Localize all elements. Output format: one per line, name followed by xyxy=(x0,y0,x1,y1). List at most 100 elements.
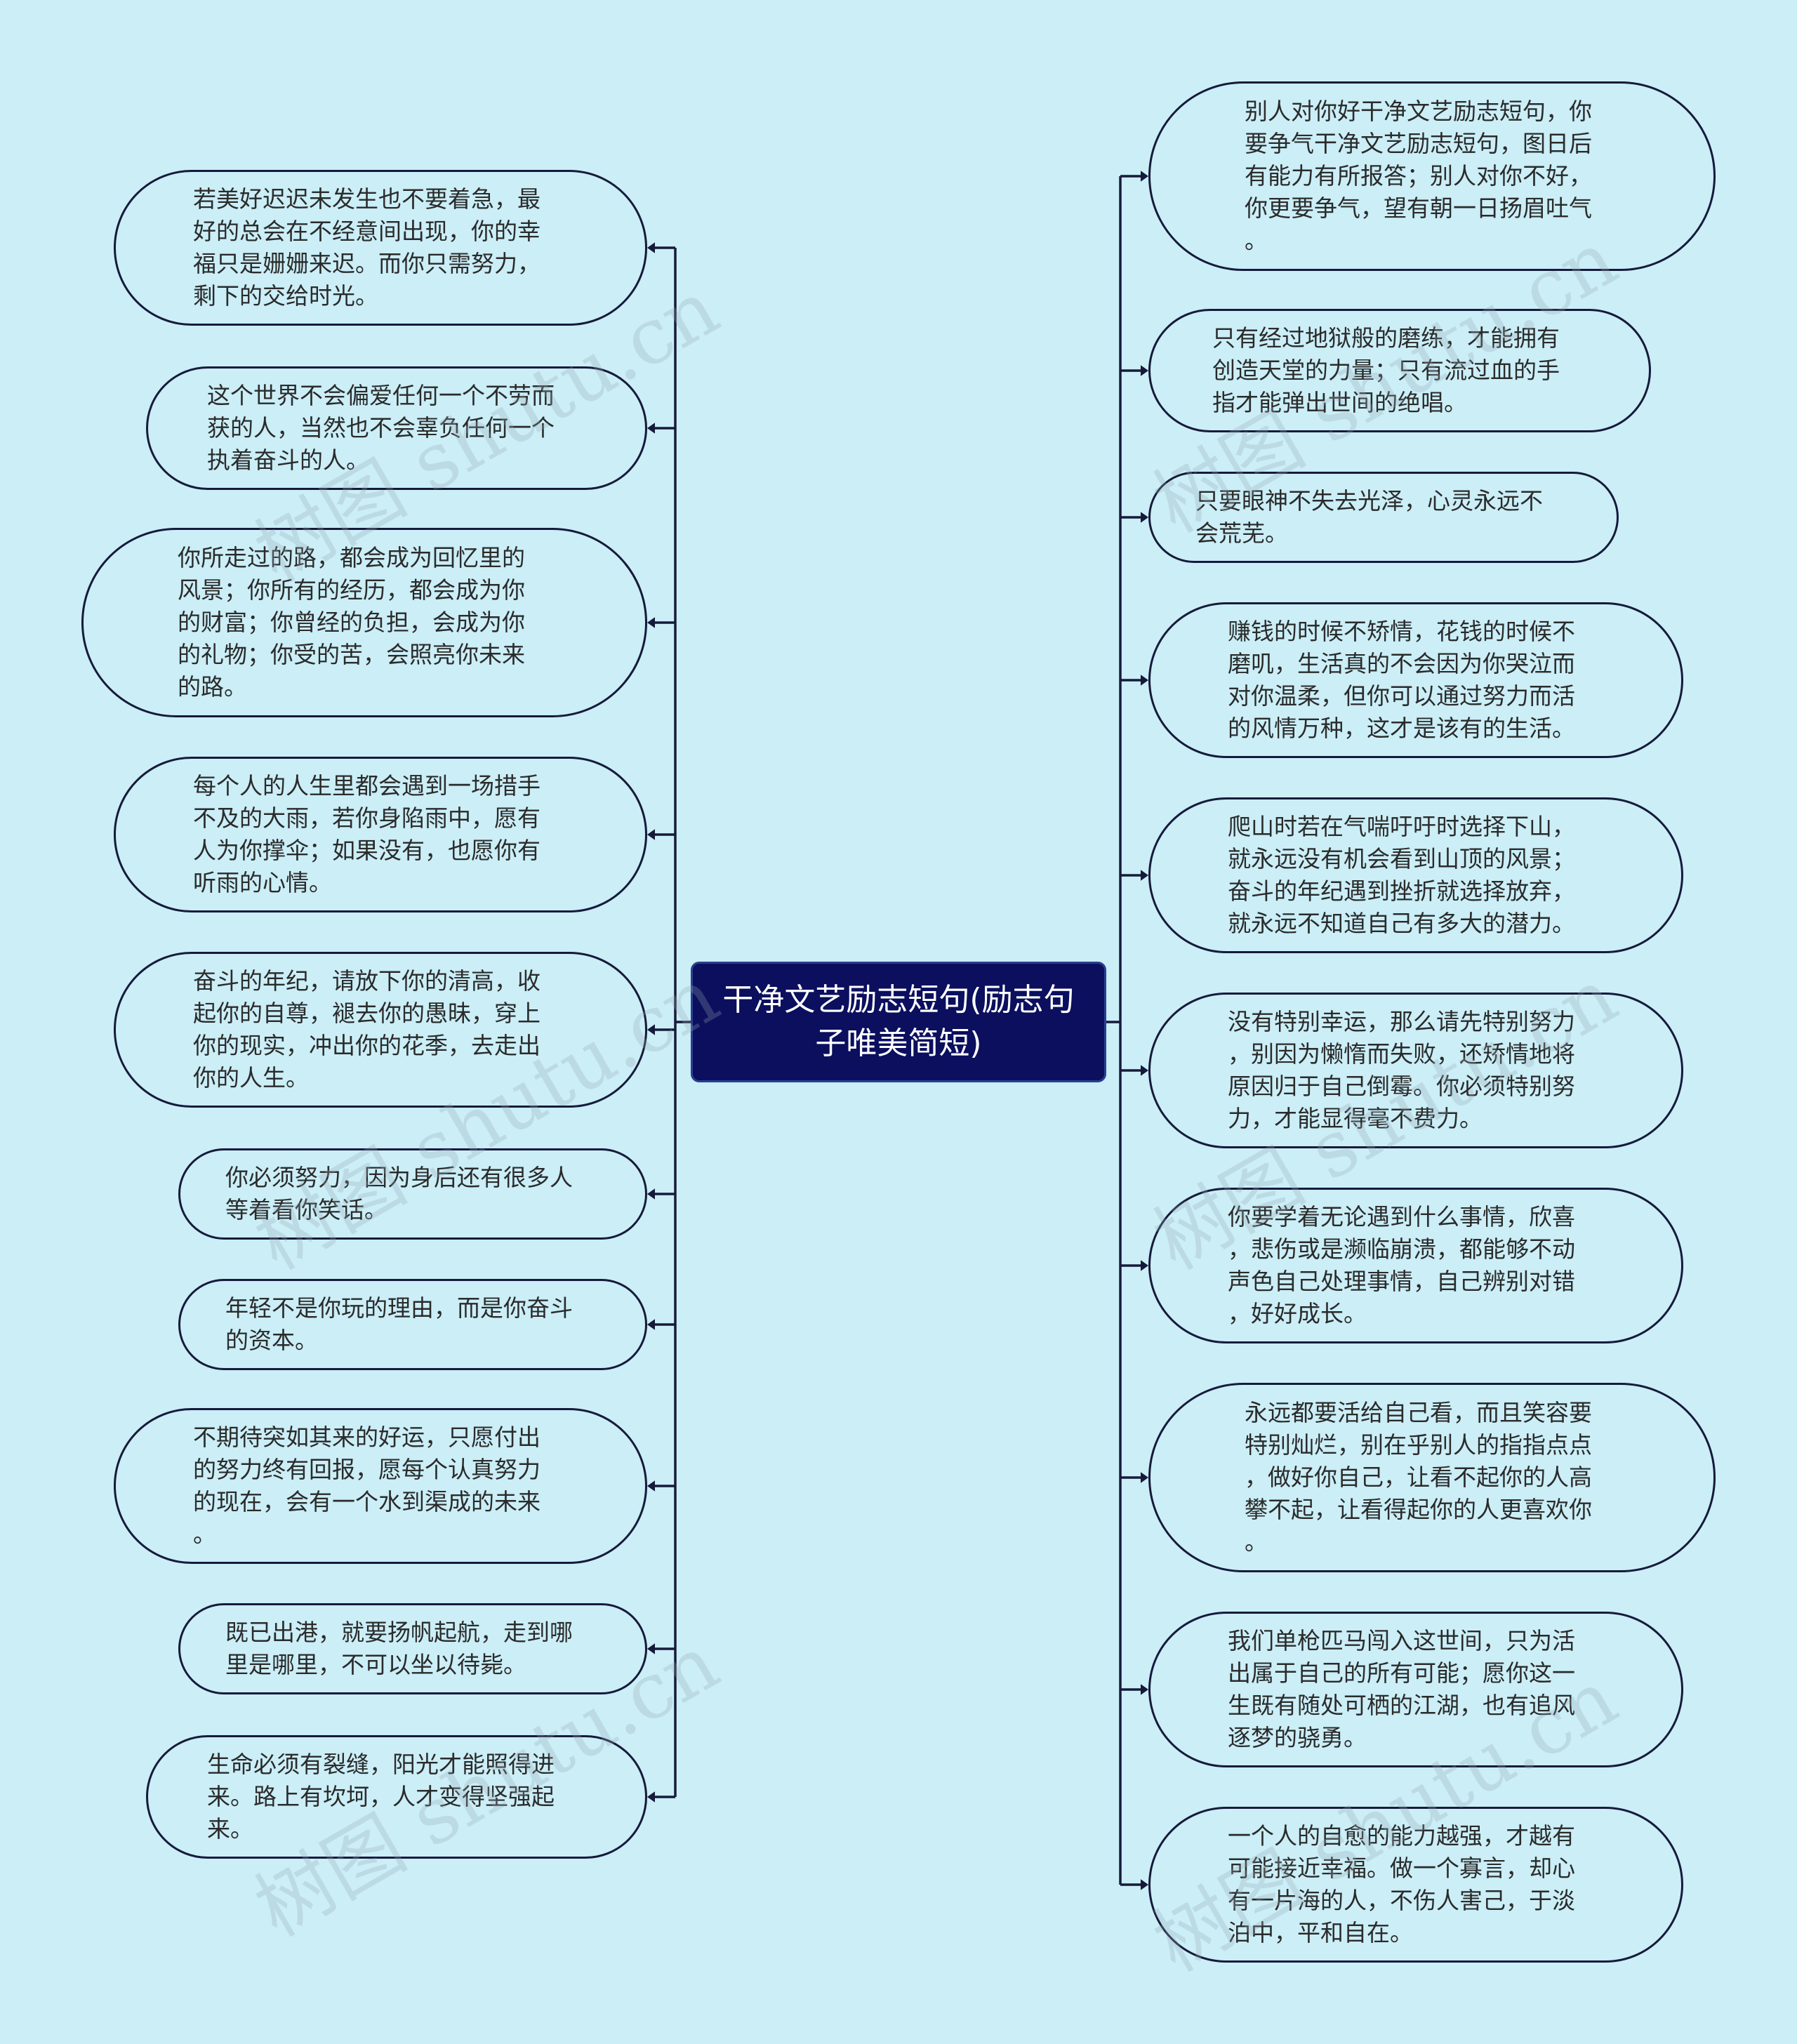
topic-line: 力，才能显得毫不费力。 xyxy=(1228,1105,1483,1132)
topic-line: 的财富；你曾经的负担，会成为你 xyxy=(178,609,525,636)
left-topic-4[interactable]: 每个人的人生里都会遇到一场措手不及的大雨，若你身陷雨中，愿有人为你撑伞；如果没有… xyxy=(114,757,647,912)
left-topic-text: 若美好迟迟未发生也不要着急，最好的总会在不经意间出现，你的幸福只是姗姗来迟。而你… xyxy=(193,183,541,312)
topic-line: 里是哪里，不可以坐以待毙。 xyxy=(225,1651,526,1678)
left-arrow-icon xyxy=(647,423,655,434)
topic-line: ，悲伤或是濒临崩溃，都能够不动 xyxy=(1228,1235,1575,1263)
right-arrow-icon xyxy=(1141,512,1148,523)
right-topic-7[interactable]: 你要学着无论遇到什么事情，欣喜，悲伤或是濒临崩溃，都能够不动声色自己处理事情，自… xyxy=(1148,1188,1683,1343)
right-topic-4[interactable]: 赚钱的时候不矫情，花钱的时候不磨叽，生活真的不会因为你哭泣而对你温柔，但你可以通… xyxy=(1148,602,1683,758)
right-topic-text: 一个人的自愈的能力越强，才越有可能接近幸福。做一个寡言，却心有一片海的人，不伤人… xyxy=(1228,1820,1575,1949)
central-topic[interactable]: 干净文艺励志短句(励志句 子唯美简短) xyxy=(691,962,1106,1082)
topic-line: 出属于自己的所有可能；愿你这一 xyxy=(1228,1659,1575,1687)
topic-line: 攀不起，让看得起你的人更喜欢你 xyxy=(1245,1496,1592,1523)
topic-line: 创造天堂的力量；只有流过血的手 xyxy=(1212,357,1560,384)
topic-line: 有能力有所报答；别人对你不好， xyxy=(1245,162,1592,190)
left-topic-1[interactable]: 若美好迟迟未发生也不要着急，最好的总会在不经意间出现，你的幸福只是姗姗来迟。而你… xyxy=(114,170,647,326)
topic-line: 一个人的自愈的能力越强，才越有 xyxy=(1228,1822,1575,1850)
right-topic-6[interactable]: 没有特别幸运，那么请先特别努力 ，别因为懒惰而失败，还矫情地将原因归于自己倒霉。你… xyxy=(1148,993,1683,1148)
topic-line: 你必须努力，因为身后还有很多人 xyxy=(225,1164,573,1191)
right-topic-5[interactable]: 爬山时若在气喘吁吁时选择下山， 就永远没有机会看到山顶的风景； 奋斗的年纪遇到挫折就… xyxy=(1148,797,1683,953)
right-topic-10[interactable]: 一个人的自愈的能力越强，才越有可能接近幸福。做一个寡言，却心有一片海的人，不伤人… xyxy=(1148,1807,1683,1963)
left-topic-text: 你所走过的路，都会成为回忆里的风景；你所有的经历，都会成为你的财富；你曾经的负担… xyxy=(178,542,525,703)
topic-line: 逐梦的骁勇。 xyxy=(1228,1724,1367,1751)
right-arrow-icon xyxy=(1141,365,1148,376)
topic-line: 获的人，当然也不会辜负任何一个 xyxy=(207,414,555,442)
left-topic-10[interactable]: 生命必须有裂缝，阳光才能照得进来。路上有坎坷，人才变得坚强起来。 xyxy=(146,1735,647,1859)
topic-line: 就永远没有机会看到山顶的风景； xyxy=(1228,845,1575,872)
right-arrow-icon xyxy=(1141,675,1148,686)
right-topic-text: 只要眼神不失去光泽，心灵永远不会荒芜。 xyxy=(1195,485,1543,550)
right-arrow-icon xyxy=(1141,1065,1148,1076)
left-arrow-icon xyxy=(647,1480,655,1492)
topic-line: 原因归于自己倒霉。你必须特别努 xyxy=(1228,1073,1575,1100)
right-topic-2[interactable]: 只有经过地狱般的磨练，才能拥有创造天堂的力量；只有流过血的手指才能弹出世间的绝唱… xyxy=(1148,309,1651,432)
topic-line: 没有特别幸运，那么请先特别努力 xyxy=(1228,1008,1575,1035)
topic-line: ，做好你自己，让看不起你的人高 xyxy=(1245,1464,1592,1491)
right-topic-text: 你要学着无论遇到什么事情，欣喜，悲伤或是濒临崩溃，都能够不动声色自己处理事情，自… xyxy=(1228,1201,1575,1330)
topic-line: 的资本。 xyxy=(225,1327,318,1354)
central-title-line1: 干净文艺励志短句(励志句 xyxy=(722,982,1075,1018)
left-topic-6[interactable]: 你必须努力，因为身后还有很多人等着看你笑话。 xyxy=(178,1148,647,1240)
central-topic-text: 干净文艺励志短句(励志句 子唯美简短) xyxy=(722,978,1074,1066)
left-arrow-icon xyxy=(647,617,655,628)
left-topic-9[interactable]: 既已出港，就要扬帆起航，走到哪里是哪里，不可以坐以待毙。 xyxy=(178,1603,647,1694)
left-topic-5[interactable]: 奋斗的年纪，请放下你的清高，收起你的自尊，褪去你的愚昧，穿上你的现实，冲出你的花… xyxy=(114,952,647,1108)
right-topic-1[interactable]: 别人对你好干净文艺励志短句，你要争气干净文艺励志短句，图日后有能力有所报答；别人… xyxy=(1148,81,1716,271)
topic-line: 每个人的人生里都会遇到一场措手 xyxy=(193,772,541,799)
right-arrow-icon xyxy=(1141,870,1148,881)
left-arrow-icon xyxy=(647,1791,655,1803)
topic-line: 特别灿烂，别在乎别人的指指点点 xyxy=(1245,1431,1592,1459)
left-topic-7[interactable]: 年轻不是你玩的理由，而是你奋斗的资本。 xyxy=(178,1279,647,1370)
topic-line: 奋斗的年纪遇到挫折就选择放弃， xyxy=(1228,877,1575,905)
left-arrow-icon xyxy=(647,829,655,840)
right-topic-8[interactable]: 永远都要活给自己看，而且笑容要特别灿烂，别在乎别人的指指点点，做好你自己，让看不… xyxy=(1148,1383,1716,1572)
topic-line: 既已出港，就要扬帆起航，走到哪 xyxy=(225,1619,573,1646)
topic-line: 若美好迟迟未发生也不要着急，最 xyxy=(193,185,541,213)
right-arrow-icon xyxy=(1141,1472,1148,1483)
left-arrow-icon xyxy=(647,242,655,253)
left-topic-text: 不期待突如其来的好运，只愿付出的努力终有回报，愿每个认真努力的现在，会有一个水到… xyxy=(193,1421,541,1551)
topic-line: 福只是姗姗来迟。而你只需努力， xyxy=(193,250,541,277)
topic-line: ，别因为懒惰而失败，还矫情地将 xyxy=(1228,1040,1575,1068)
right-topic-3[interactable]: 只要眼神不失去光泽，心灵永远不会荒芜。 xyxy=(1148,472,1619,563)
topic-line: 。 xyxy=(1245,1528,1268,1555)
topic-line: 剩下的交给时光。 xyxy=(193,282,378,310)
topic-line: 对你温柔，但你可以通过努力而活 xyxy=(1228,682,1575,710)
topic-line: 爬山时若在气喘吁吁时选择下山， xyxy=(1228,813,1575,840)
topic-line: 别人对你好干净文艺励志短句，你 xyxy=(1245,98,1592,125)
left-arrow-icon xyxy=(647,1024,655,1035)
topic-line: 你的现实，冲出你的花季，去走出 xyxy=(193,1032,541,1059)
left-topic-text: 这个世界不会偏爱任何一个不劳而获的人，当然也不会辜负任何一个执着奋斗的人。 xyxy=(207,380,555,477)
topic-line: 我们单枪匹马闯入这世间，只为活 xyxy=(1228,1627,1575,1654)
left-arrow-icon xyxy=(647,1643,655,1654)
topic-line: 生既有随处可栖的江湖，也有追风 xyxy=(1228,1692,1575,1719)
topic-line: 就永远不知道自己有多大的潜力。 xyxy=(1228,910,1575,937)
topic-line: 你的人生。 xyxy=(193,1064,309,1091)
right-topic-text: 赚钱的时候不矫情，花钱的时候不磨叽，生活真的不会因为你哭泣而对你温柔，但你可以通… xyxy=(1228,616,1575,745)
topic-line: 的风情万种，这才是该有的生活。 xyxy=(1228,715,1575,742)
topic-line: 泊中，平和自在。 xyxy=(1228,1919,1413,1946)
right-topic-9[interactable]: 我们单枪匹马闯入这世间，只为活出属于自己的所有可能；愿你这一生既有随处可栖的江湖… xyxy=(1148,1612,1683,1767)
right-arrow-icon xyxy=(1141,1879,1148,1890)
topic-line: 。 xyxy=(1245,227,1268,254)
left-topic-8[interactable]: 不期待突如其来的好运，只愿付出的努力终有回报，愿每个认真努力的现在，会有一个水到… xyxy=(114,1408,647,1564)
right-arrow-icon xyxy=(1141,1684,1148,1695)
right-topic-text: 别人对你好干净文艺励志短句，你要争气干净文艺励志短句，图日后有能力有所报答；别人… xyxy=(1245,95,1592,257)
left-topic-3[interactable]: 你所走过的路，都会成为回忆里的风景；你所有的经历，都会成为你的财富；你曾经的负担… xyxy=(81,528,647,717)
topic-line: 执着奋斗的人。 xyxy=(207,446,369,474)
left-topic-2[interactable]: 这个世界不会偏爱任何一个不劳而获的人，当然也不会辜负任何一个执着奋斗的人。 xyxy=(146,366,647,490)
right-topic-text: 永远都要活给自己看，而且笑容要特别灿烂，别在乎别人的指指点点，做好你自己，让看不… xyxy=(1245,1397,1592,1558)
left-arrow-icon xyxy=(647,1188,655,1200)
left-topic-text: 年轻不是你玩的理由，而是你奋斗的资本。 xyxy=(225,1292,573,1357)
topic-line: 起你的自尊，褪去你的愚昧，穿上 xyxy=(193,1000,541,1027)
topic-line: 好的总会在不经意间出现，你的幸 xyxy=(193,218,541,245)
topic-line: 来。路上有坎坷，人才变得坚强起 xyxy=(207,1783,555,1810)
topic-line: 不期待突如其来的好运，只愿付出 xyxy=(193,1424,541,1451)
topic-line: 要争气干净文艺励志短句，图日后 xyxy=(1245,130,1592,157)
topic-line: 来。 xyxy=(207,1815,253,1843)
topic-line: 磨叽，生活真的不会因为你哭泣而 xyxy=(1228,650,1575,677)
topic-line: ，好好成长。 xyxy=(1228,1300,1367,1327)
left-topic-text: 既已出港，就要扬帆起航，走到哪里是哪里，不可以坐以待毙。 xyxy=(225,1617,573,1681)
